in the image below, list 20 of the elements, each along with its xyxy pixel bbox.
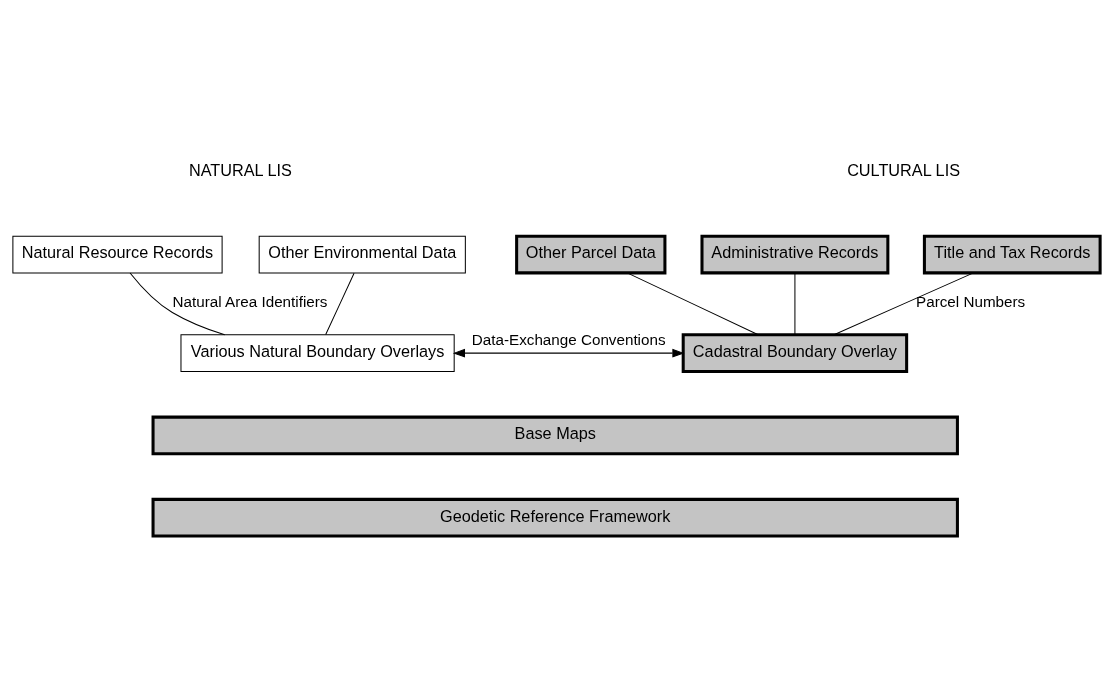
- edge-label: Parcel Numbers: [916, 292, 1026, 310]
- connector: [325, 272, 355, 335]
- arrow: [452, 348, 685, 357]
- node-box: Geodetic Reference Framework: [151, 497, 959, 537]
- node-box: Cadastral Boundary Overlay: [681, 332, 909, 373]
- connector: [794, 272, 796, 335]
- edge-label: Natural Area Identifiers: [172, 292, 328, 310]
- node-box: Other Environmental Data: [258, 235, 466, 273]
- connector: [833, 272, 974, 335]
- node-box: Title and Tax Records: [922, 234, 1102, 274]
- label: NATURAL LIS: [188, 160, 292, 179]
- connector: [627, 272, 759, 335]
- node-box: Administrative Records: [700, 234, 890, 274]
- connector: [129, 271, 226, 335]
- node-box: Other Parcel Data: [515, 234, 667, 274]
- label: CULTURAL LIS: [847, 160, 961, 179]
- node-box: Various Natural Boundary Overlays: [180, 333, 455, 372]
- node-box: Natural Resource Records: [12, 235, 223, 273]
- node-box: Base Maps: [151, 415, 959, 455]
- edge-label: Data-Exchange Conventions: [471, 330, 666, 348]
